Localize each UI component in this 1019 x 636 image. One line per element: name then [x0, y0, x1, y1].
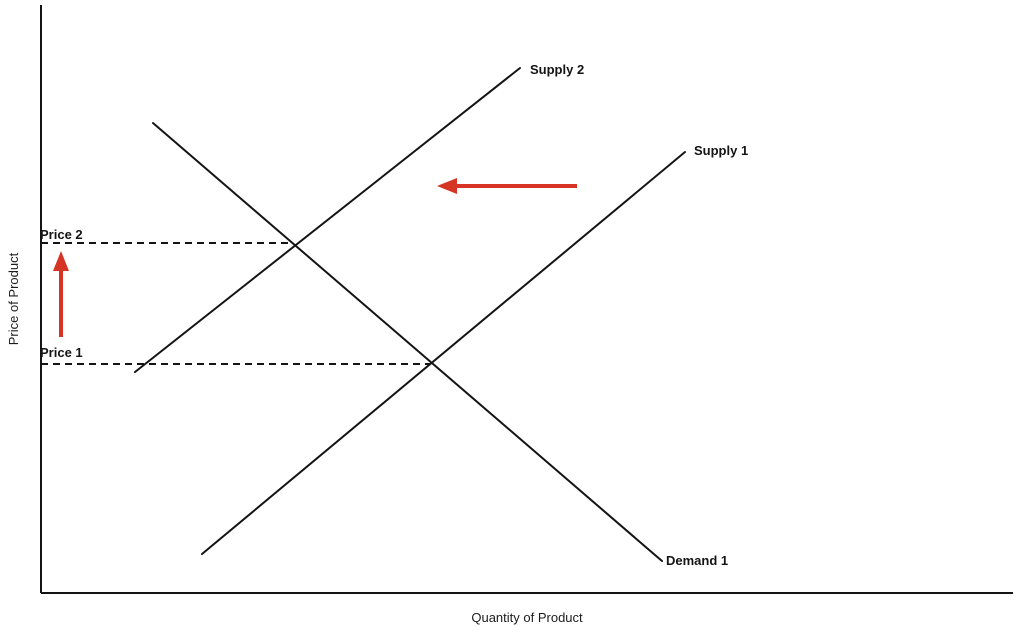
price-increase-arrow-head [53, 251, 69, 271]
supply2-curve-label: Supply 2 [530, 62, 585, 77]
y-axis-label: Price of Product [6, 252, 21, 346]
supply-2-curve [134, 67, 521, 373]
supply1-curve-label: Supply 1 [694, 143, 749, 158]
price2-label: Price 2 [40, 227, 83, 242]
demand1-curve-label: Demand 1 [666, 553, 729, 568]
demand-1-curve [152, 122, 663, 562]
supply-shift-arrow-head [437, 178, 457, 194]
supply-1-curve [201, 151, 686, 555]
price1-label: Price 1 [40, 345, 83, 360]
x-axis-label: Quantity of Product [471, 610, 583, 625]
